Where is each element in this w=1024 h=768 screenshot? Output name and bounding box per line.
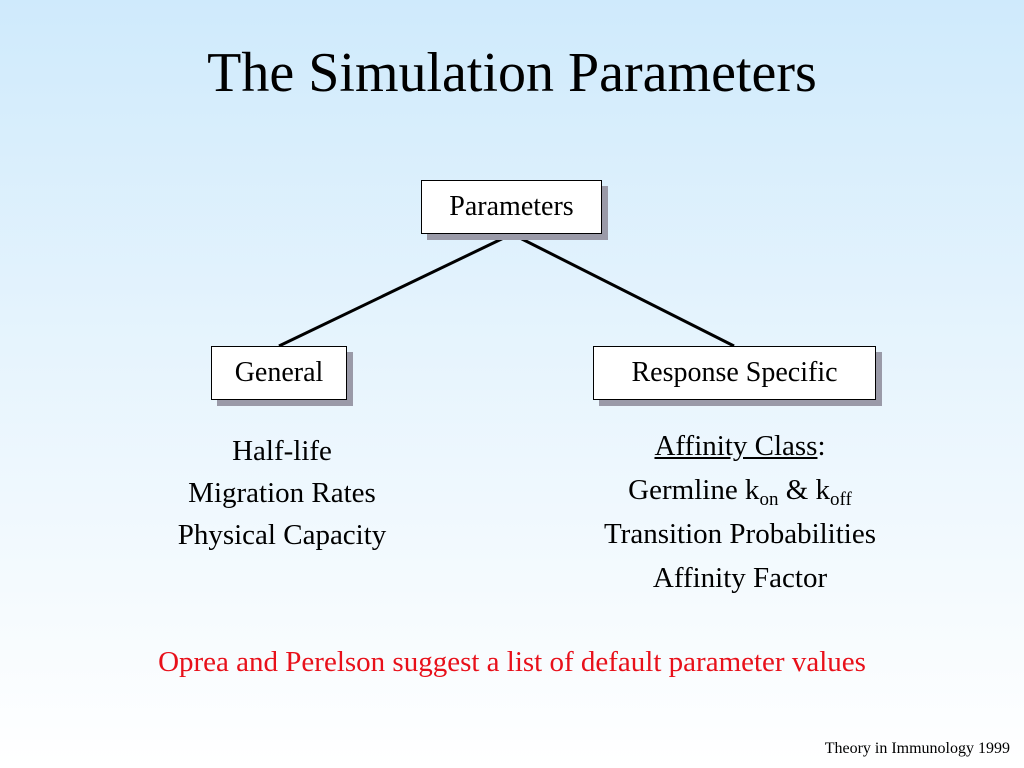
node-general: General xyxy=(211,346,347,400)
affinity-class-colon: : xyxy=(817,430,826,462)
list-item: Affinity Factor xyxy=(652,562,828,594)
node-parameters: Parameters xyxy=(421,180,602,234)
kon-subscript: on xyxy=(759,489,779,510)
slide-title: The Simulation Parameters xyxy=(207,42,817,104)
response-parameter-list: Affinity Class: Germline kon & koff Tran… xyxy=(540,424,940,600)
germline-amp: & k xyxy=(778,474,830,506)
list-item-germline: Germline kon & koff xyxy=(540,468,940,512)
koff-subscript: off xyxy=(830,489,852,510)
connector-root-response xyxy=(511,232,735,348)
list-item: Physical Capacity xyxy=(177,519,387,551)
list-item: Transition Probabilities xyxy=(603,518,877,550)
affinity-class-label: Affinity Class xyxy=(654,430,818,462)
list-item: Half-life xyxy=(232,435,332,467)
slide-footer: Theory in Immunology 1999 xyxy=(824,740,1010,757)
general-parameter-list: Half-life Migration Rates Physical Capac… xyxy=(132,430,432,556)
germline-prefix: Germline k xyxy=(628,474,760,506)
node-response-specific: Response Specific xyxy=(593,346,876,400)
affinity-class-heading: Affinity Class: xyxy=(540,424,940,468)
list-item: Migration Rates xyxy=(188,477,376,509)
connector-root-general xyxy=(278,232,513,348)
default-values-note: Oprea and Perelson suggest a list of def… xyxy=(158,646,866,678)
